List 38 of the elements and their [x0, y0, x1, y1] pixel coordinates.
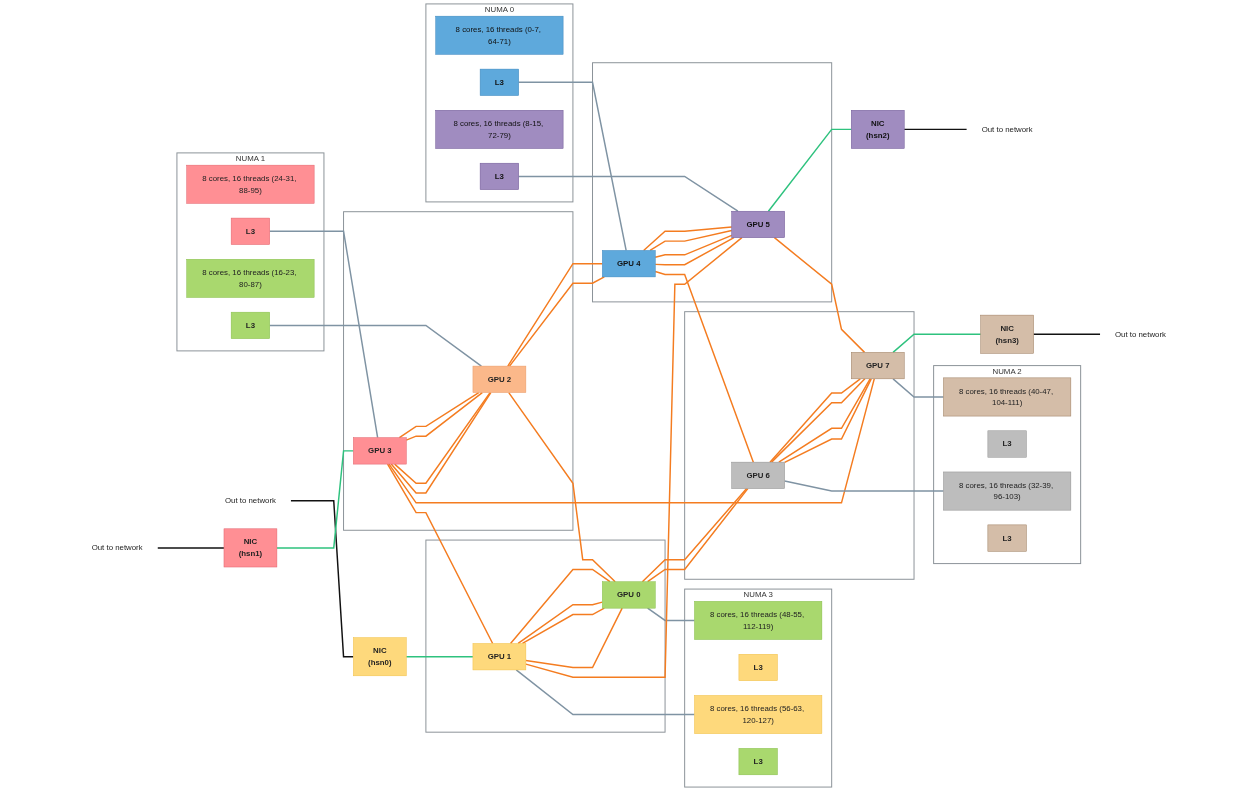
connector [275, 450, 354, 549]
connector [892, 378, 944, 398]
cluster [425, 539, 666, 733]
connector [398, 391, 480, 439]
cluster [591, 62, 832, 303]
connector [892, 333, 982, 354]
cluster [342, 211, 574, 531]
connector [268, 230, 379, 439]
connector [507, 391, 616, 583]
connector [386, 463, 494, 645]
connector [654, 234, 733, 258]
connector [654, 270, 754, 463]
connector [767, 128, 852, 212]
cluster [683, 311, 915, 580]
connector [405, 655, 474, 658]
connector [783, 480, 944, 492]
connector [773, 236, 865, 354]
connector [521, 607, 605, 645]
connector [517, 601, 603, 645]
connector [646, 607, 695, 622]
connector [156, 547, 225, 549]
connector [509, 568, 611, 645]
connector [642, 226, 733, 252]
connector [654, 236, 735, 266]
connector [508, 276, 605, 367]
connector [1032, 333, 1101, 335]
connector [524, 607, 623, 669]
connector [515, 669, 695, 716]
connector [506, 262, 603, 367]
connector [903, 128, 968, 131]
connector [289, 500, 354, 658]
connector [524, 236, 743, 679]
connector [649, 229, 733, 252]
connector [405, 391, 483, 441]
connector [388, 378, 875, 504]
connector [517, 175, 739, 212]
connector [268, 324, 482, 367]
connector [517, 81, 627, 252]
